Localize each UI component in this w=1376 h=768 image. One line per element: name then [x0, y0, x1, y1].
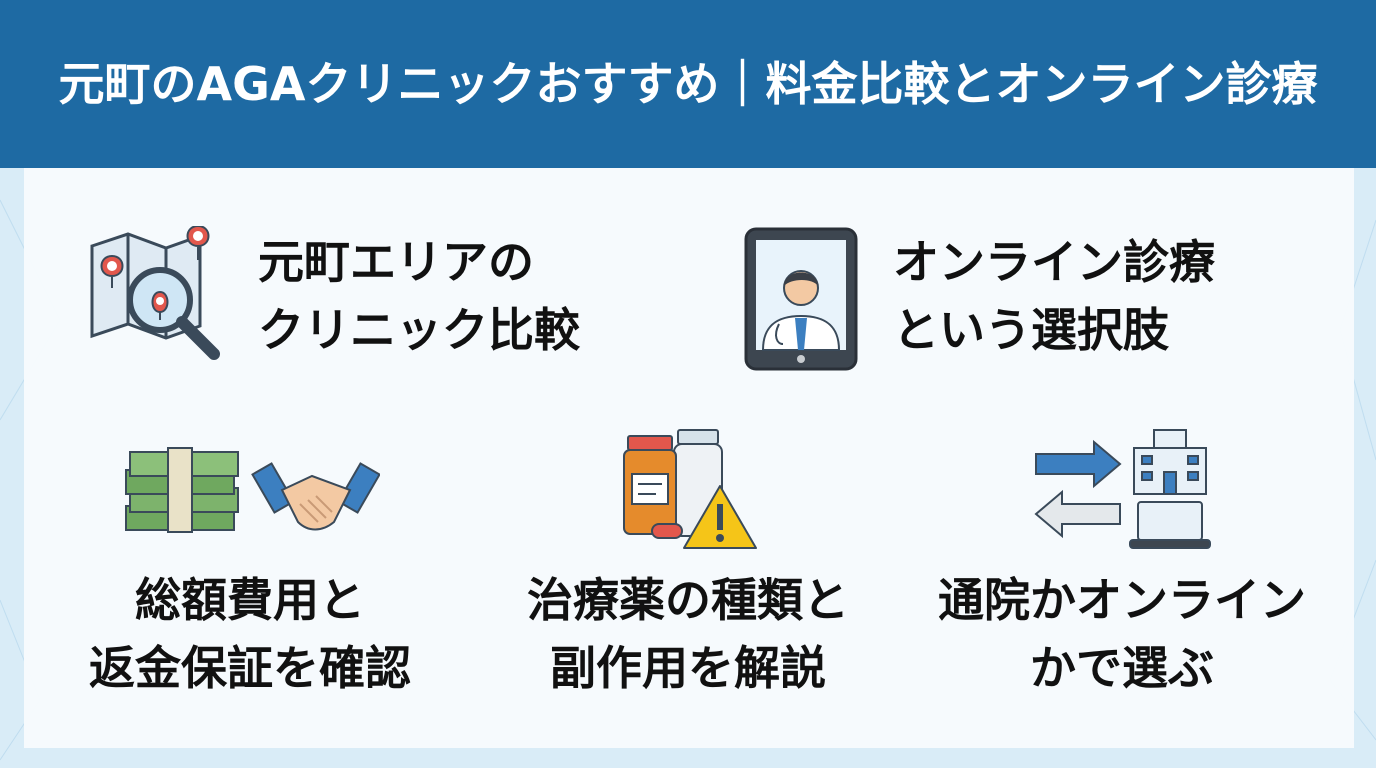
item-title-medication: 治療薬の種類と 副作用を解説	[488, 566, 888, 702]
title-line: 返金保証を確認	[89, 641, 411, 695]
title-line: 元町エリアの	[258, 235, 534, 289]
tablet-doctor-icon	[744, 227, 858, 371]
medicine-warning-icon	[623, 429, 757, 549]
title-line: かで選ぶ	[1030, 641, 1214, 695]
title-line: 通院かオンライン	[938, 573, 1306, 627]
item-title-total-cost: 総額費用と 返金保証を確認	[50, 566, 450, 702]
page-title: 元町のAGAクリニックおすすめ｜料金比較とオンライン診療	[58, 57, 1318, 111]
header-banner: 元町のAGAクリニックおすすめ｜料金比較とオンライン診療	[0, 0, 1376, 168]
item-title-online-consultation: オンライン診療 という選択肢	[893, 228, 1215, 364]
title-line: クリニック比較	[258, 303, 580, 357]
item-title-clinic-comparison: 元町エリアの クリニック比較	[258, 228, 580, 364]
title-line: という選択肢	[893, 303, 1169, 357]
title-line: オンライン診療	[893, 235, 1215, 289]
item-title-visit-or-online: 通院かオンライン かで選ぶ	[912, 566, 1332, 702]
money-handshake-icon	[125, 447, 380, 533]
title-line: 総額費用と	[135, 573, 365, 627]
map-search-icon	[90, 226, 220, 360]
title-line: 副作用を解説	[550, 641, 826, 695]
title-line: 治療薬の種類と	[527, 573, 849, 627]
clinic-online-icon	[1034, 429, 1211, 549]
